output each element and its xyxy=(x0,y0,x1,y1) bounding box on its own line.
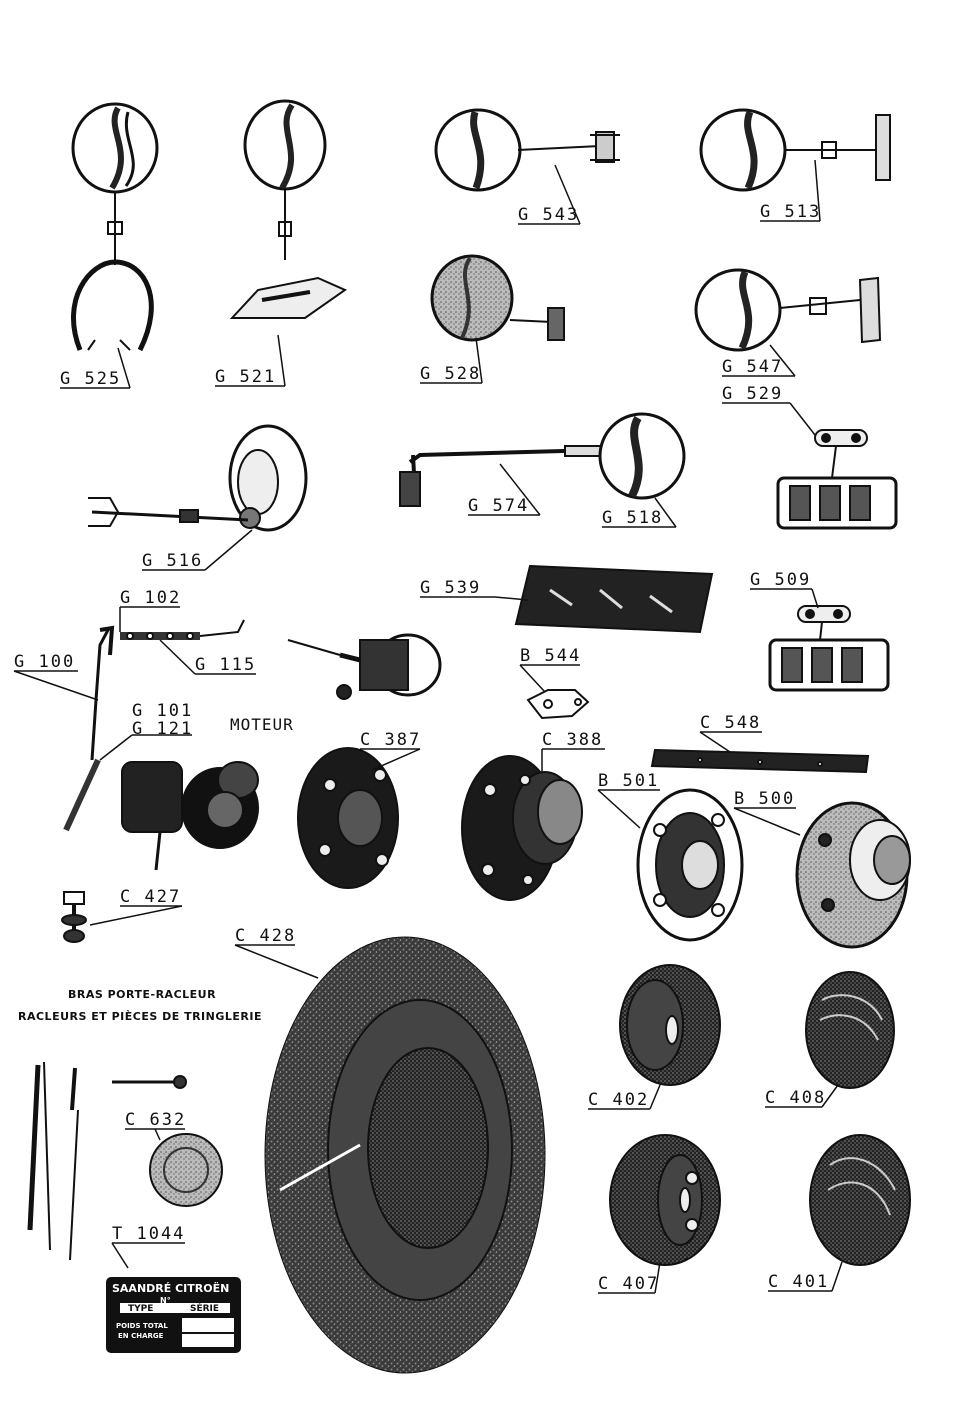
mirror-g543 xyxy=(434,108,620,192)
label-c401: C 401 xyxy=(768,1272,830,1292)
caption-racleurs: RACLEURS ET PIÈCES DE TRINGLERIE xyxy=(18,1010,262,1023)
label-b500: B 500 xyxy=(734,789,796,809)
caption-bras-porte-racleur: BRAS PORTE-RACLEUR xyxy=(68,988,217,1001)
label-g574: G 574 xyxy=(468,496,530,516)
label-c388: C 388 xyxy=(542,730,604,750)
label-c632: C 632 xyxy=(125,1110,187,1130)
label-g102: G 102 xyxy=(120,588,182,608)
fastener-c427 xyxy=(61,891,87,943)
label-g121: G 121 xyxy=(132,719,194,739)
label-g547: G 547 xyxy=(722,357,784,377)
label-g100: G 100 xyxy=(14,652,76,672)
hubcap-c387 xyxy=(297,747,399,889)
hubcap-c402 xyxy=(619,964,721,1086)
label-g101: G 101 xyxy=(132,701,194,721)
hubcap-b500 xyxy=(795,801,911,949)
hubcap-c408 xyxy=(805,971,895,1089)
leader-lines xyxy=(13,159,843,1294)
mirror-g518 xyxy=(598,412,686,500)
lamp-g529 xyxy=(776,429,898,530)
bracket-b544 xyxy=(526,689,590,720)
nameplate-poids: POIDS TOTAL xyxy=(116,1322,168,1330)
label-c387: C 387 xyxy=(360,730,422,750)
label-c427: C 427 xyxy=(120,887,182,907)
lamp-g509 xyxy=(768,605,890,692)
mirror-g547 xyxy=(694,268,882,352)
hubcap-c401 xyxy=(809,1134,911,1266)
mirror-g521 xyxy=(229,99,348,319)
nameplate-t1044 xyxy=(106,1277,241,1353)
label-c402: C 402 xyxy=(588,1090,650,1110)
label-g525: G 525 xyxy=(60,369,122,389)
label-c428: C 428 xyxy=(235,926,297,946)
label-b501: B 501 xyxy=(598,771,660,791)
nameplate-serie: SÉRIE xyxy=(190,1304,220,1314)
nameplate-type: TYPE xyxy=(128,1304,154,1314)
mirror-arm-g574 xyxy=(399,445,602,507)
label-g543: G 543 xyxy=(518,205,580,225)
tyre-c428 xyxy=(264,936,546,1374)
label-c407: C 407 xyxy=(598,1274,660,1294)
label-g518: G 518 xyxy=(602,508,664,528)
wiper-arms xyxy=(27,1061,187,1261)
mirror-g513 xyxy=(699,108,891,192)
spotlight-g516 xyxy=(88,424,308,532)
label-g529: G 529 xyxy=(722,384,784,404)
label-c548: C 548 xyxy=(700,713,762,733)
wiper-linkage xyxy=(63,619,245,832)
label-g539: G 539 xyxy=(420,578,482,598)
label-g516: G 516 xyxy=(142,551,204,571)
disc-c632 xyxy=(149,1133,223,1207)
hubcap-c407 xyxy=(609,1134,721,1266)
nameplate-charge: EN CHARGE xyxy=(118,1332,164,1340)
label-b544: B 544 xyxy=(520,646,582,666)
badge-g539 xyxy=(514,564,714,634)
nameplate-n: N° xyxy=(160,1296,171,1305)
mirror-g525 xyxy=(71,102,159,352)
mirror-g528 xyxy=(430,254,565,342)
nameplate-brand: SAANDRÉ CITROËN xyxy=(112,1282,230,1295)
label-g528: G 528 xyxy=(420,364,482,384)
wiper-motor xyxy=(287,633,442,700)
label-g509: G 509 xyxy=(750,570,812,590)
hub-c388 xyxy=(461,755,583,901)
label-c408: C 408 xyxy=(765,1088,827,1108)
label-t1044: T 1044 xyxy=(112,1224,186,1244)
caption-moteur: MOTEUR xyxy=(230,715,294,734)
label-g115: G 115 xyxy=(195,655,257,675)
label-g521: G 521 xyxy=(215,367,277,387)
label-g513: G 513 xyxy=(760,202,822,222)
motor-g101 xyxy=(121,761,259,871)
strip-c548 xyxy=(650,748,870,774)
hubcap-b501 xyxy=(636,788,744,942)
